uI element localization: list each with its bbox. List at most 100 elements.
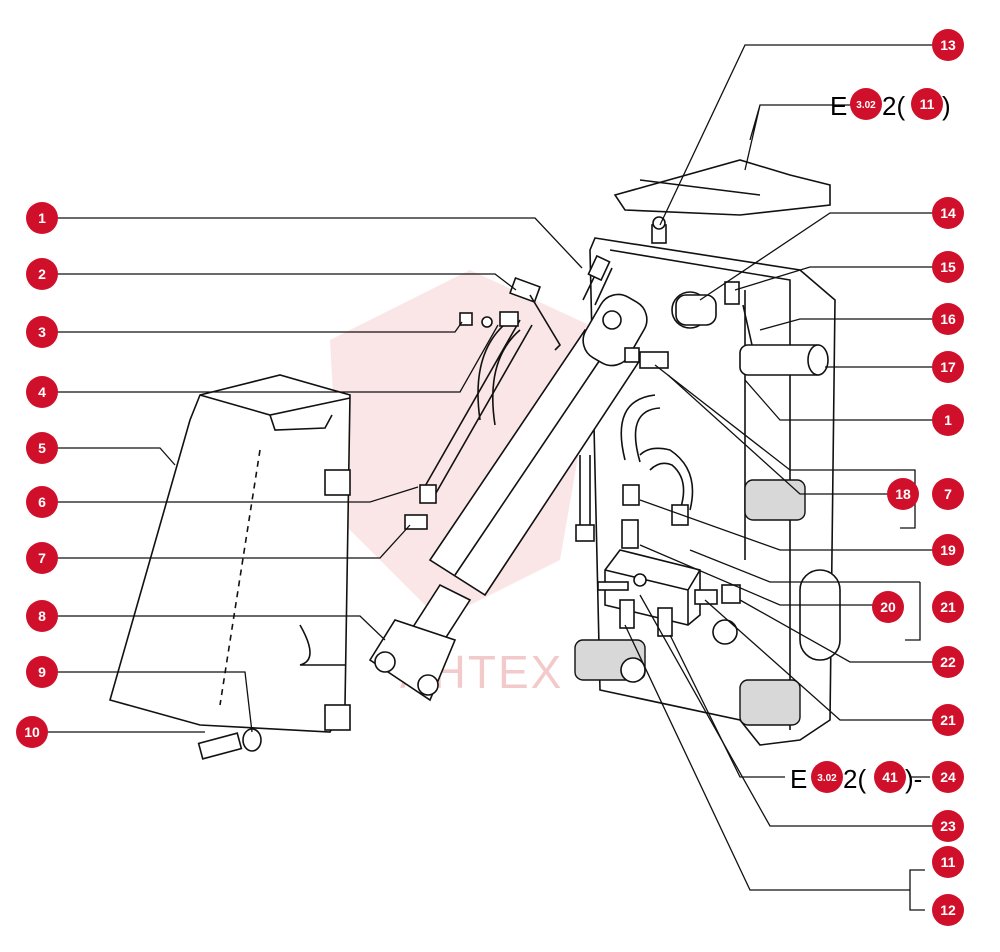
elbow-fittings xyxy=(404,277,669,530)
callout-circle xyxy=(26,202,58,234)
callout-circle xyxy=(932,478,964,510)
ref-badge xyxy=(850,88,882,120)
callout-circle xyxy=(26,542,58,574)
callout-1: 1 xyxy=(26,202,58,234)
callout-label: 22 xyxy=(940,654,956,670)
callout-label: 12 xyxy=(940,902,956,918)
hydraulic-hoses xyxy=(419,254,694,542)
callout-10: 10 xyxy=(16,716,48,748)
callout-label: 9 xyxy=(38,664,46,680)
callout-label: 21 xyxy=(940,599,956,615)
callout-circle xyxy=(932,404,964,436)
callout-circle xyxy=(887,478,919,510)
ref2-tail-text: 24 xyxy=(940,769,956,785)
callout-8: 8 xyxy=(26,600,58,632)
callout-circle xyxy=(872,591,904,623)
callout-19: 19 xyxy=(932,534,964,566)
callout-label: 17 xyxy=(940,359,956,375)
callout-circle xyxy=(26,656,58,688)
callout-2: 2 xyxy=(26,258,58,290)
ref2-part-text: 41 xyxy=(882,769,898,785)
callout-label: 3 xyxy=(38,324,46,340)
bolt-and-washer xyxy=(197,728,262,760)
callout-circle xyxy=(16,716,48,748)
reference-e302-41: E 3.02 2( 41 )- 24 xyxy=(790,761,964,794)
ref2-badge-text: 3.02 xyxy=(817,773,837,784)
leader-lines xyxy=(42,44,948,911)
ref2-part-badge xyxy=(874,761,906,793)
hydraulic-cylinder xyxy=(368,293,648,702)
callout-6: 6 xyxy=(26,486,58,518)
callout-3: 3 xyxy=(26,316,58,348)
ref-suffix: ) xyxy=(942,91,951,121)
valve-block xyxy=(597,519,741,637)
callout-5: 5 xyxy=(26,432,58,464)
callout-label: 8 xyxy=(38,608,46,624)
callout-7: 7 xyxy=(932,478,964,510)
ref2-badge xyxy=(811,761,843,793)
callout-20: 20 xyxy=(872,591,904,623)
plate-fittings xyxy=(651,216,829,376)
callout-1: 1 xyxy=(932,404,964,436)
callout-circle xyxy=(26,258,58,290)
callout-14: 14 xyxy=(932,197,964,229)
callout-label: 14 xyxy=(940,205,956,221)
callout-label: 5 xyxy=(38,440,46,456)
callout-label: 16 xyxy=(940,311,956,327)
callout-label: 7 xyxy=(38,550,46,566)
callout-21: 21 xyxy=(932,704,964,736)
callout-label: 15 xyxy=(940,259,956,275)
ref-prefix: E xyxy=(830,91,847,121)
callout-15: 15 xyxy=(932,251,964,283)
ref2-middle: 2( xyxy=(843,764,866,794)
ref2-prefix: E xyxy=(790,764,807,794)
callout-circle xyxy=(932,894,964,926)
ref2-suffix: )- xyxy=(905,764,922,794)
callout-21: 21 xyxy=(932,591,964,623)
callout-23: 23 xyxy=(932,810,964,842)
guard-shield xyxy=(109,374,351,733)
callout-circle xyxy=(932,251,964,283)
callout-label: 7 xyxy=(944,486,952,502)
reference-e302-11: E 3.02 2( 11 ) xyxy=(830,88,951,121)
ref-badge-text: 3.02 xyxy=(856,100,876,111)
callout-18: 18 xyxy=(887,478,919,510)
callout-circle xyxy=(932,534,964,566)
callout-circle xyxy=(932,29,964,61)
callout-label: 18 xyxy=(895,486,911,502)
ref2-tail-badge xyxy=(932,761,964,793)
callout-circle xyxy=(26,316,58,348)
callout-circle xyxy=(932,303,964,335)
callout-circle xyxy=(26,486,58,518)
callout-13: 13 xyxy=(932,29,964,61)
callout-label: 13 xyxy=(940,37,956,53)
callout-circle xyxy=(932,846,964,878)
callout-label: 1 xyxy=(944,412,952,428)
callout-label: 10 xyxy=(24,724,40,740)
ref-part-badge xyxy=(911,88,943,120)
callout-circle xyxy=(932,591,964,623)
callout-label: 23 xyxy=(940,818,956,834)
ref-part-text: 11 xyxy=(920,96,935,112)
callout-circle xyxy=(26,600,58,632)
callout-circle xyxy=(932,810,964,842)
callout-label: 2 xyxy=(38,266,46,282)
ref-middle: 2( xyxy=(882,91,905,121)
callout-label: 19 xyxy=(940,542,956,558)
callout-circle xyxy=(932,197,964,229)
callout-9: 9 xyxy=(26,656,58,688)
callout-circle xyxy=(932,704,964,736)
callout-label: 21 xyxy=(940,712,956,728)
callout-label: 1 xyxy=(38,210,46,226)
callout-22: 22 xyxy=(932,646,964,678)
top-link-arm xyxy=(613,159,831,216)
callout-12: 12 xyxy=(932,894,964,926)
watermark: AHTEX xyxy=(330,270,600,698)
callout-circle xyxy=(26,376,58,408)
callout-circle xyxy=(26,432,58,464)
callout-label: 11 xyxy=(941,854,956,870)
callout-17: 17 xyxy=(932,351,964,383)
callout-16: 16 xyxy=(932,303,964,335)
